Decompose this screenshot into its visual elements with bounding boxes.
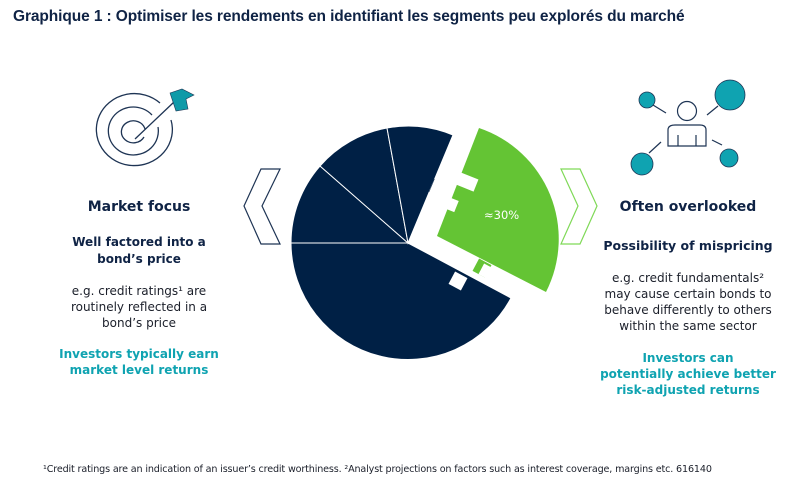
target-icon [95, 88, 195, 167]
network-person-icon [630, 79, 746, 176]
body-line: routinely reflected in a [70, 300, 208, 314]
body-line: e.g. credit fundamentals² [611, 271, 765, 285]
pie-slice-green-highlight [437, 128, 559, 292]
market-focus-heading: Market focus [87, 199, 191, 215]
body-line: bond’s price [102, 316, 176, 330]
body-line: within the same sector [619, 319, 757, 333]
subheading-line: Well factored into a [72, 235, 206, 249]
chevron-right-icon [560, 168, 598, 245]
often-overlooked-heading: Often overlooked [619, 199, 757, 215]
accent-line: market level returns [69, 363, 209, 377]
market-focus-subheading: Well factored into a bond’s price [44, 234, 234, 268]
accent-line: Investors can [642, 351, 734, 365]
pie-highlight-label: ≈30% [484, 208, 520, 222]
pie-chart [290, 125, 559, 360]
often-overlooked-body: e.g. credit fundamentals² may cause cert… [590, 270, 786, 334]
pie-slice-navy-4 [386, 125, 454, 245]
often-overlooked-subheading: Possibility of mispricing [603, 238, 773, 253]
chevron-left-icon [243, 168, 281, 245]
footnote: ¹Credit ratings are an indication of an … [43, 464, 712, 475]
pie-slice-navy-2 [290, 165, 410, 244]
often-overlooked-returns: Investors can potentially achieve better… [590, 350, 786, 398]
market-focus-returns: Investors typically earn market level re… [44, 346, 234, 378]
accent-line: potentially achieve better [600, 367, 776, 381]
body-line: may cause certain bonds to [604, 287, 772, 301]
pie-slice-navy-3 [319, 127, 409, 245]
body-line: behave differently to others [604, 303, 772, 317]
accent-line: Investors typically earn [59, 347, 219, 361]
subheading-line: bond’s price [97, 252, 181, 266]
page-title: Graphique 1 : Optimiser les rendements e… [13, 8, 685, 25]
market-focus-body: e.g. credit ratings¹ are routinely refle… [44, 283, 234, 331]
accent-line: risk-adjusted returns [616, 383, 760, 397]
body-line: e.g. credit ratings¹ are [71, 284, 207, 298]
